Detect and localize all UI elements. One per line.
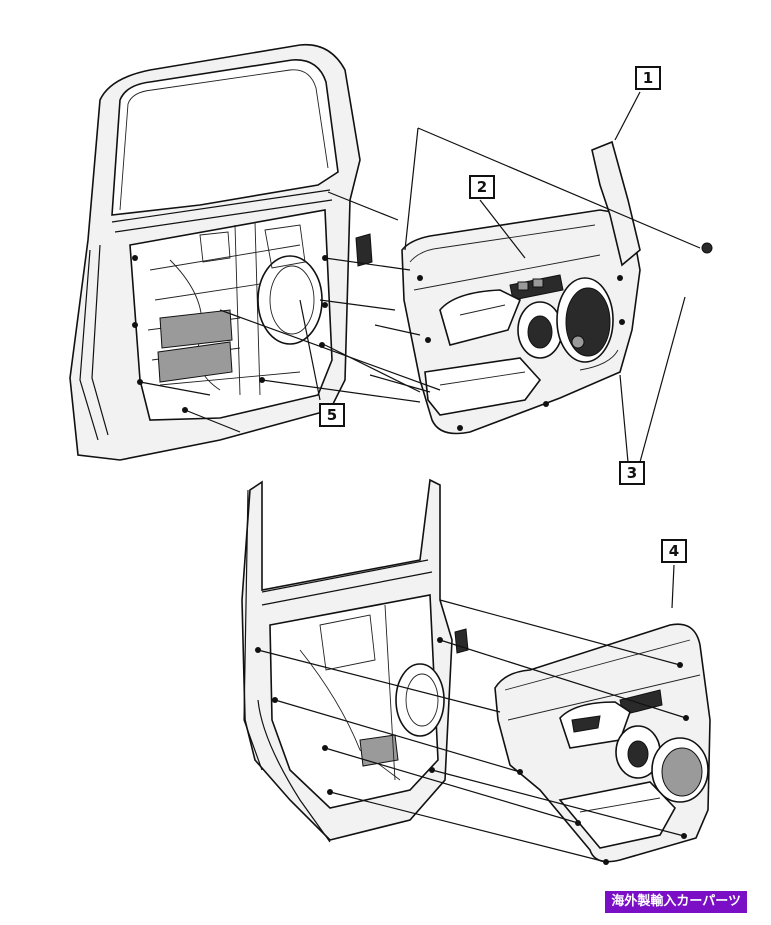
rear-door-clip bbox=[454, 628, 469, 654]
callout-label-4: 4 bbox=[669, 542, 679, 560]
front-trim-panel bbox=[401, 140, 641, 435]
screw bbox=[701, 242, 713, 254]
callout-label-5: 5 bbox=[327, 406, 337, 424]
rear-leader-lines bbox=[257, 564, 687, 863]
front-door-shell bbox=[69, 43, 361, 461]
callout-label-1: 1 bbox=[643, 69, 653, 87]
callout-4: 4 bbox=[661, 539, 687, 563]
callout-label-3: 3 bbox=[627, 464, 637, 482]
callout-2: 2 bbox=[469, 175, 495, 199]
callout-3: 3 bbox=[619, 461, 645, 485]
watermark-label: 海外製輸入カーパーツ bbox=[605, 891, 747, 913]
rear-trim-panel bbox=[494, 623, 711, 865]
callout-1: 1 bbox=[635, 66, 661, 90]
door-clip bbox=[355, 233, 373, 267]
callout-label-2: 2 bbox=[477, 178, 487, 196]
rear-door-shell bbox=[241, 478, 453, 843]
front-leader-lines bbox=[139, 91, 701, 463]
callout-5: 5 bbox=[319, 403, 345, 427]
